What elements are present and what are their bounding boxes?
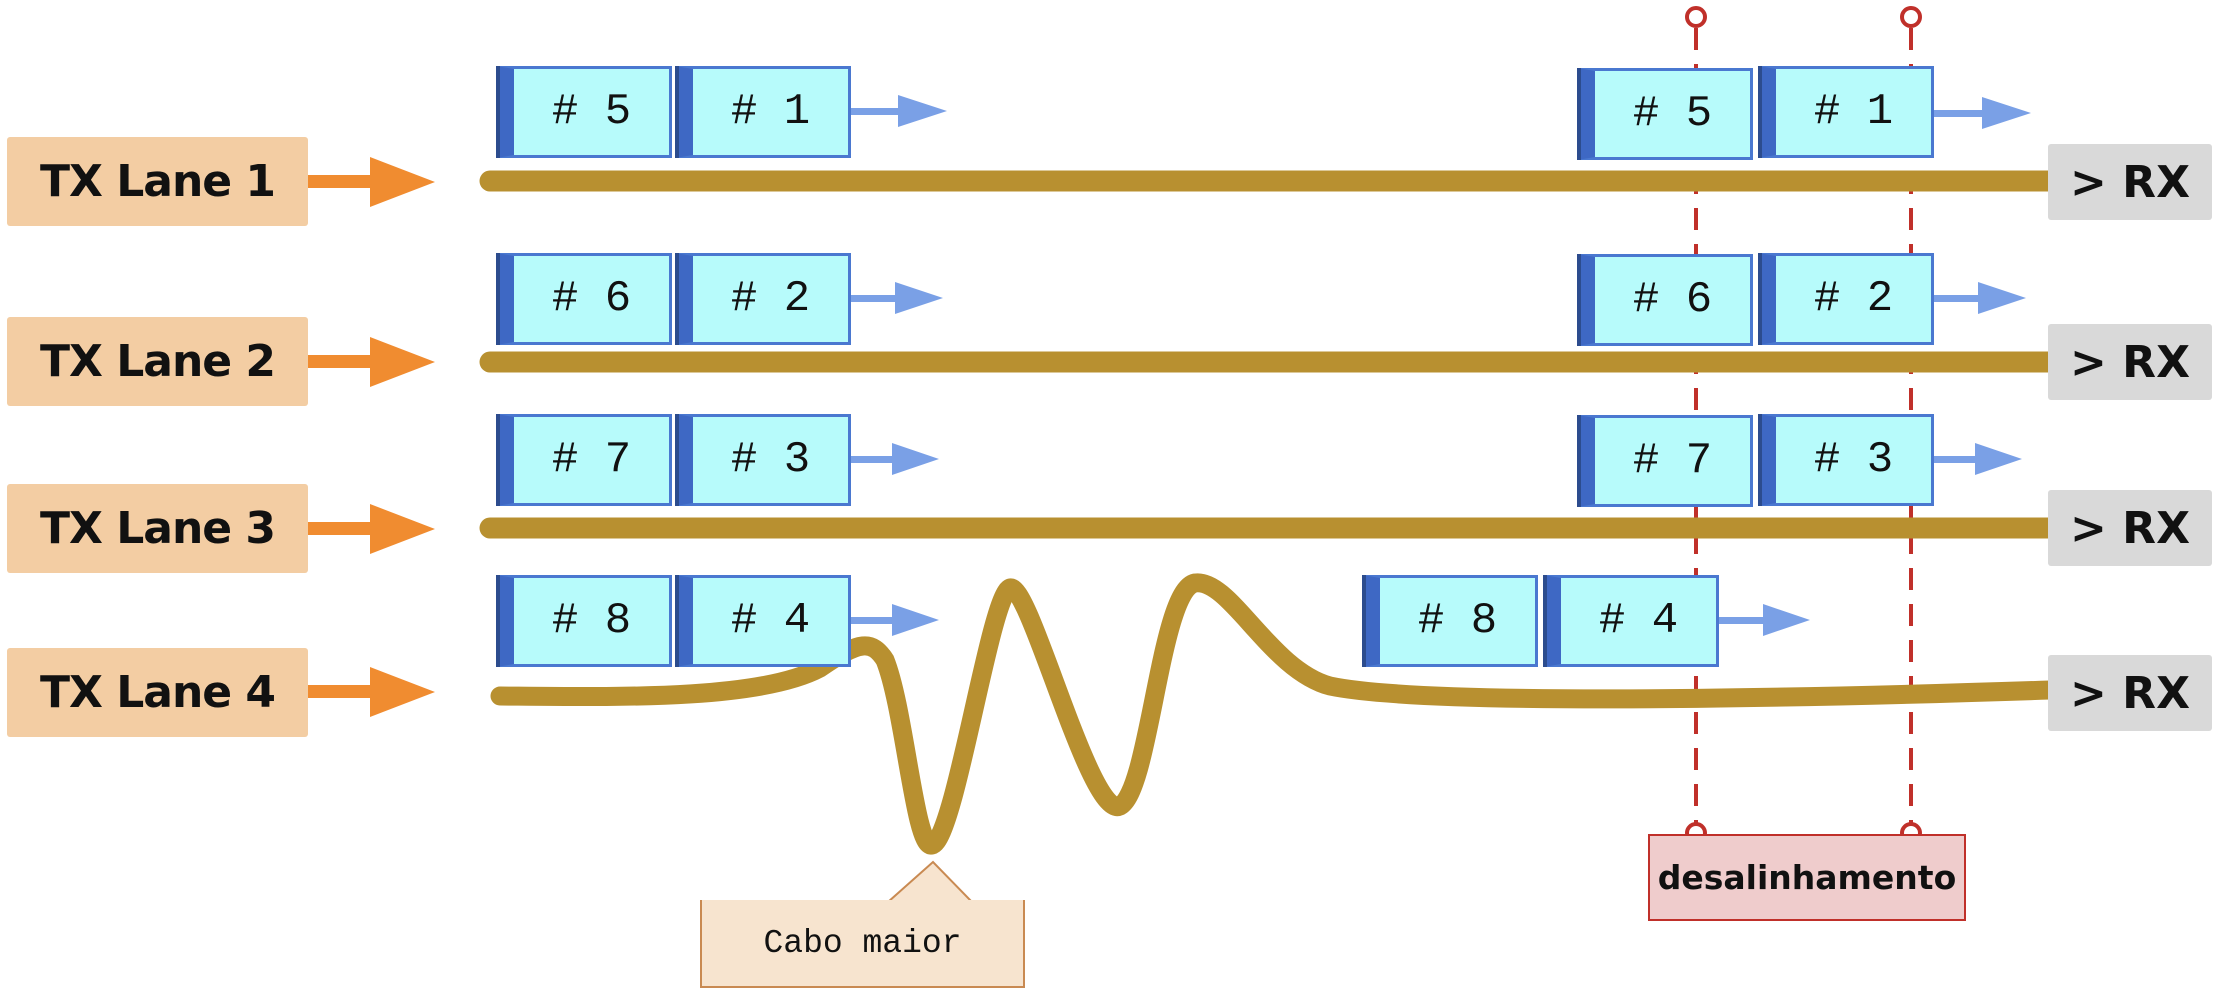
packet-arrow-rx-4 — [1698, 604, 1810, 636]
packet-arrow-tx-4 — [827, 604, 939, 636]
packet: # 6 — [1577, 254, 1753, 346]
packet: # 1 — [675, 66, 851, 158]
packet: # 2 — [1758, 253, 1934, 345]
packet-arrow-rx-2 — [1911, 282, 2026, 314]
packet-arrow-tx-3 — [827, 443, 939, 475]
callout-pointer — [885, 860, 975, 903]
packet-arrow-rx-3 — [1911, 443, 2022, 475]
packet: # 7 — [1577, 415, 1753, 507]
tx-lane-3: TX Lane 3 — [7, 484, 308, 573]
skew-pin-top-right — [1900, 6, 1922, 28]
tx-arrow-3 — [308, 504, 435, 554]
packet: # 7 — [496, 414, 672, 506]
cable-lane-4-longer — [490, 573, 2060, 855]
rx-lane-3: > RX — [2048, 490, 2212, 566]
packet-arrows — [827, 95, 2031, 636]
tx-arrow-1 — [308, 157, 435, 207]
packet: # 6 — [496, 253, 672, 345]
packet: # 3 — [1758, 414, 1934, 506]
packet-arrow-rx-1 — [1911, 97, 2031, 129]
packet-arrow-tx-2 — [827, 282, 943, 314]
packet: # 4 — [1543, 575, 1719, 667]
cables — [479, 170, 2061, 855]
tx-arrow-4 — [308, 667, 435, 717]
packet: # 2 — [675, 253, 851, 345]
packet-arrow-tx-1 — [827, 95, 947, 127]
longer-cable-callout: Cabo maior — [700, 900, 1025, 988]
rx-lane-2: > RX — [2048, 324, 2212, 400]
rx-lane-4: > RX — [2048, 655, 2212, 731]
packet: # 8 — [1362, 575, 1538, 667]
rx-lane-1: > RX — [2048, 144, 2212, 220]
packet: # 5 — [1577, 68, 1753, 160]
tx-lane-2: TX Lane 2 — [7, 317, 308, 406]
tx-lane-4: TX Lane 4 — [7, 648, 308, 737]
packet: # 4 — [675, 575, 851, 667]
skew-pin-top-left — [1685, 6, 1707, 28]
tx-arrow-2 — [308, 337, 435, 387]
packet: # 3 — [675, 414, 851, 506]
packet: # 5 — [496, 66, 672, 158]
tx-arrows — [308, 157, 435, 717]
packet: # 8 — [496, 575, 672, 667]
tx-lane-1: TX Lane 1 — [7, 137, 308, 226]
packet: # 1 — [1758, 66, 1934, 158]
skew-label: desalinhamento — [1648, 834, 1966, 921]
